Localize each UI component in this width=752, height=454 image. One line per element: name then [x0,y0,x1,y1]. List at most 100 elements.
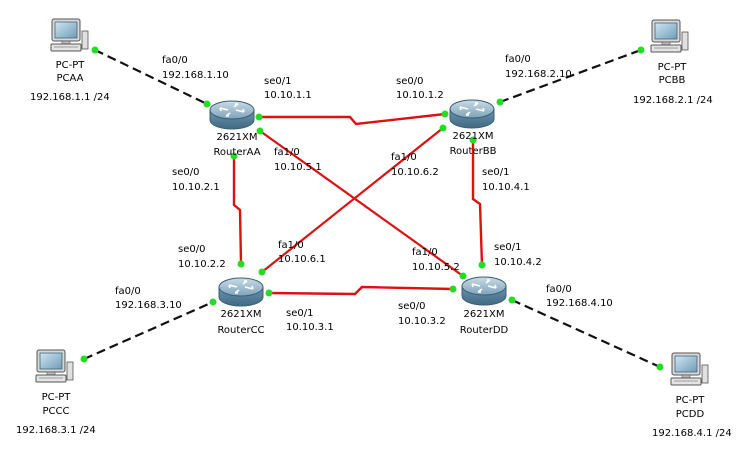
link-light [255,113,263,121]
router-icon [218,277,264,307]
router-name-label: RouterCC [217,325,264,336]
svg-text:fa0/0: fa0/0 [115,286,141,297]
svg-text:se0/1: se0/1 [286,308,313,319]
link-light [469,136,477,144]
link-light [237,260,245,268]
routeraa-device[interactable]: 2621XM RouterAA [209,100,261,158]
crossover-link-routeraa-routerdd[interactable] [259,130,464,277]
ethernet-link-pcbb-routerbb[interactable] [499,48,642,104]
interface-label-routercc-se00: se0/0 10.10.2.2 [178,244,226,270]
serial-link-routeraa-routercc[interactable] [232,156,243,265]
svg-text:10.10.2.1: 10.10.2.1 [172,182,220,193]
pc-icon [650,19,689,53]
routercc-device[interactable]: 2621XM RouterCC [217,277,265,336]
routerbb-device[interactable]: 2621XM RouterBB [449,99,497,157]
link-light [203,100,211,108]
routerdd-device[interactable]: 2621XM RouterDD [460,276,509,336]
svg-text:se0/1: se0/1 [264,76,291,87]
crossover-link-routerbb-routercc[interactable] [261,127,444,273]
interface-label-routerbb-se01: se0/1 10.10.4.1 [482,167,530,193]
svg-text:10.10.1.1: 10.10.1.1 [264,90,312,101]
ethernet-link-pcaa-routeraa[interactable] [94,49,208,105]
svg-text:fa1/0: fa1/0 [274,147,300,158]
router-model-label: 2621XM [453,131,494,142]
pc-ip-label: 192.168.3.1 /24 [16,425,96,436]
router-name-label: RouterDD [460,325,509,336]
router-model-label: 2621XM [217,132,258,143]
router-model-label: 2621XM [464,309,505,320]
pc-model-label: PC-PT [42,392,72,403]
pc-name-label: PCCC [43,406,70,417]
svg-text:fa0/0: fa0/0 [162,55,188,66]
svg-text:se0/0: se0/0 [178,244,205,255]
svg-text:192.168.1.10: 192.168.1.10 [162,70,229,81]
svg-text:fa0/0: fa0/0 [505,54,531,65]
pc-model-label: PC-PT [56,60,86,71]
svg-text:10.10.5.1: 10.10.5.1 [274,162,322,173]
pc-model-label: PC-PT [658,62,688,73]
serial-link-routeraa-routerbb[interactable] [259,112,446,126]
interface-label-routerdd-se01: se0/1 10.10.4.2 [494,242,542,268]
interface-label-routercc-fa10: fa1/0 10.10.6.1 [278,240,326,265]
link-light [258,268,266,276]
pc-name-label: PCBB [659,75,686,86]
link-lights [80,46,664,371]
router-icon [461,276,507,306]
link-light [91,46,99,54]
svg-text:fa1/0: fa1/0 [412,247,438,258]
svg-text:se0/0: se0/0 [172,167,199,178]
pcaa-device[interactable]: PC-PT PCAA 192.168.1.1 /24 [30,18,110,103]
router-name-label: RouterBB [450,146,497,157]
interface-label-routerdd-se00: se0/0 10.10.3.2 [398,301,446,327]
svg-text:10.10.2.2: 10.10.2.2 [178,259,226,270]
svg-text:10.10.3.1: 10.10.3.1 [286,322,334,333]
link-light [478,261,486,269]
link-light [496,98,504,106]
interface-label-routercc-se01: se0/1 10.10.3.1 [286,308,334,333]
interface-label-routerbb-fa10: fa1/0 10.10.6.2 [391,152,439,178]
pc-ip-label: 192.168.1.1 /24 [30,92,110,103]
link-light [439,124,447,132]
svg-text:10.10.4.1: 10.10.4.1 [482,182,530,193]
pc-name-label: PCDD [676,409,705,420]
pccc-device[interactable]: PC-PT PCCC 192.168.3.1 /24 [16,349,96,436]
link-light [441,110,449,118]
svg-text:fa1/0: fa1/0 [278,240,304,251]
serial-link-routerbb-routerdd[interactable] [471,140,484,266]
pc-ip-label: 192.168.4.1 /24 [652,428,732,439]
svg-text:fa0/0: fa0/0 [546,284,572,295]
serial-link-routercc-routerdd[interactable] [268,285,454,296]
link-light [508,296,516,304]
link-light [656,363,664,371]
svg-text:fa1/0: fa1/0 [391,152,417,163]
router-icon [449,99,495,129]
interface-labels: fa0/0 192.168.1.10 se0/1 10.10.1.1 se0/0… [115,54,613,333]
link-light [230,152,238,160]
svg-text:10.10.6.1: 10.10.6.1 [278,254,326,265]
pcdd-device[interactable]: PC-PT PCDD 192.168.4.1 /24 [652,352,732,439]
link-light [637,46,645,54]
svg-text:10.10.6.2: 10.10.6.2 [391,167,439,178]
link-light [80,355,88,363]
svg-text:se0/1: se0/1 [482,167,509,178]
link-light [209,298,217,306]
interface-label-routeraa-se00: se0/0 10.10.2.1 [172,167,220,193]
ethernet-link-pccc-routercc[interactable] [83,300,214,361]
pc-model-label: PC-PT [676,395,706,406]
svg-text:se0/0: se0/0 [398,301,425,312]
link-light [459,272,467,280]
link-light [265,289,273,297]
pc-icon [670,352,709,386]
svg-text:10.10.3.2: 10.10.3.2 [398,316,446,327]
interface-label-routerbb-se00: se0/0 10.10.1.2 [396,76,444,101]
pc-icon [35,349,74,383]
links [83,48,661,369]
pcbb-device[interactable]: PC-PT PCBB 192.168.2.1 /24 [633,19,713,106]
ethernet-link-pcdd-routerdd[interactable] [511,298,661,369]
link-light [449,285,457,293]
interface-label-routercc-fa00: fa0/0 192.168.3.10 [115,286,182,311]
svg-text:10.10.1.2: 10.10.1.2 [396,90,444,101]
pc-icon [50,18,89,52]
